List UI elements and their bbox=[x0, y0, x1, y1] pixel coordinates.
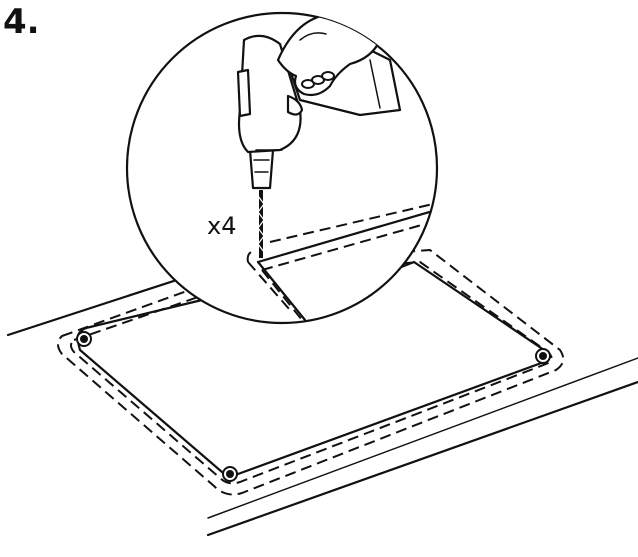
detail-side-dashed bbox=[247, 261, 291, 311]
screw-hole-icon bbox=[535, 348, 551, 364]
detail-corner-dashed bbox=[246, 249, 257, 263]
detail-outer-dashed bbox=[269, 199, 437, 243]
detail-inner-dashed bbox=[261, 216, 437, 271]
detail-plate-side bbox=[256, 260, 307, 322]
detail-corner bbox=[246, 199, 437, 322]
detail-magnifier: x4 bbox=[125, 11, 439, 325]
detail-plate-edge bbox=[256, 204, 437, 264]
detail-inner-side-dashed bbox=[261, 269, 303, 321]
board-front-edge-lower bbox=[206, 380, 638, 537]
board-front-edge-upper bbox=[207, 357, 638, 519]
step-number: 4. bbox=[3, 2, 40, 42]
screw-hole-icon bbox=[222, 466, 238, 482]
quantity-label: x4 bbox=[207, 212, 236, 240]
screw-hole-icon bbox=[76, 331, 92, 347]
screw-holes bbox=[76, 331, 551, 482]
